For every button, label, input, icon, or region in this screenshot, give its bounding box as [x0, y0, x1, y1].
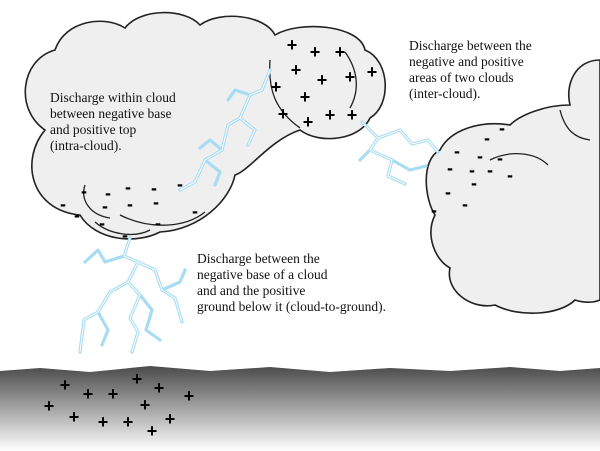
positive-charge: +: [123, 412, 134, 432]
positive-charge: +: [303, 112, 314, 132]
positive-charge: +: [278, 104, 289, 124]
negative-charge: -: [431, 200, 437, 220]
positive-charge: +: [347, 105, 358, 125]
lightning-intra-cloud: [178, 68, 272, 192]
label-intra-cloud: Discharge within cloud between negative …: [50, 90, 176, 153]
positive-charge: +: [317, 70, 328, 90]
positive-charge: +: [44, 396, 55, 416]
positive-charge: +: [325, 105, 336, 125]
positive-charge: +: [154, 378, 165, 398]
positive-charge: +: [271, 77, 282, 97]
negative-charge: -: [125, 177, 131, 197]
charges-right-cloud-negative: - - - - - - - - - - - - -: [431, 118, 513, 220]
positive-charge: +: [310, 42, 321, 62]
negative-charge: -: [151, 178, 157, 198]
positive-charge: +: [287, 35, 298, 55]
cloud-right: [425, 59, 600, 314]
cloud-left: [24, 11, 386, 240]
negative-charge: -: [469, 160, 475, 180]
charges-left-cloud-positive: + + + + + + + + + + + + +: [271, 35, 378, 132]
charges-ground-positive: + + + + + + + + + + + + +: [44, 369, 195, 441]
negative-charge: -: [177, 174, 183, 194]
negative-charge: -: [484, 128, 490, 148]
negative-charge: -: [74, 205, 80, 225]
positive-charge: +: [140, 395, 151, 415]
positive-charge: +: [60, 375, 71, 395]
label-cloud-to-ground: Discharge between the negative base of a…: [197, 251, 386, 314]
cloud-left-lobe-line: [344, 51, 357, 109]
negative-charge: -: [155, 213, 161, 233]
negative-charge: -: [99, 213, 105, 233]
negative-charge: -: [507, 165, 513, 185]
positive-charge: +: [291, 60, 302, 80]
positive-charge: +: [147, 421, 158, 441]
positive-charge: +: [184, 386, 195, 406]
negative-charge: -: [127, 194, 133, 214]
cloud-right-lobe-line: [489, 153, 549, 166]
negative-charge: -: [122, 225, 128, 245]
negative-charge: -: [462, 194, 468, 214]
negative-charge: -: [192, 201, 198, 221]
negative-charge: -: [81, 181, 87, 201]
positive-charge: +: [335, 42, 346, 62]
ground: [0, 366, 600, 451]
lightning-cloud-to-ground: [78, 236, 187, 354]
negative-charge: -: [471, 173, 477, 193]
positive-charge: +: [367, 62, 378, 82]
positive-charge: +: [83, 384, 94, 404]
positive-charge: +: [132, 369, 143, 389]
lightning-inter-cloud: [358, 120, 440, 186]
negative-charge: -: [445, 182, 451, 202]
negative-charge: -: [105, 183, 111, 203]
cloud-left-lobe-line: [83, 184, 111, 219]
negative-charge: -: [447, 158, 453, 178]
positive-charge: +: [165, 409, 176, 429]
positive-charge: +: [300, 87, 311, 107]
negative-charge: -: [487, 160, 493, 180]
positive-charge: +: [108, 384, 119, 404]
charges-left-cloud-negative: - - - - - - - - - - - - - -: [60, 174, 198, 245]
positive-charge: +: [345, 67, 356, 87]
negative-charge: -: [454, 141, 460, 161]
negative-charge: -: [60, 194, 66, 214]
positive-charge: +: [98, 412, 109, 432]
label-inter-cloud: Discharge between the negative and posit…: [409, 38, 532, 101]
negative-charge: -: [499, 118, 505, 138]
cloud-left-lobe-line: [94, 221, 151, 236]
positive-charge: +: [69, 407, 80, 427]
cloud-left-lobe-line: [119, 211, 206, 226]
cloud-right-lobe-line: [559, 109, 591, 141]
negative-charge: -: [497, 148, 503, 168]
negative-charge: -: [102, 196, 108, 216]
negative-charge: -: [153, 192, 159, 212]
negative-charge: -: [477, 146, 483, 166]
